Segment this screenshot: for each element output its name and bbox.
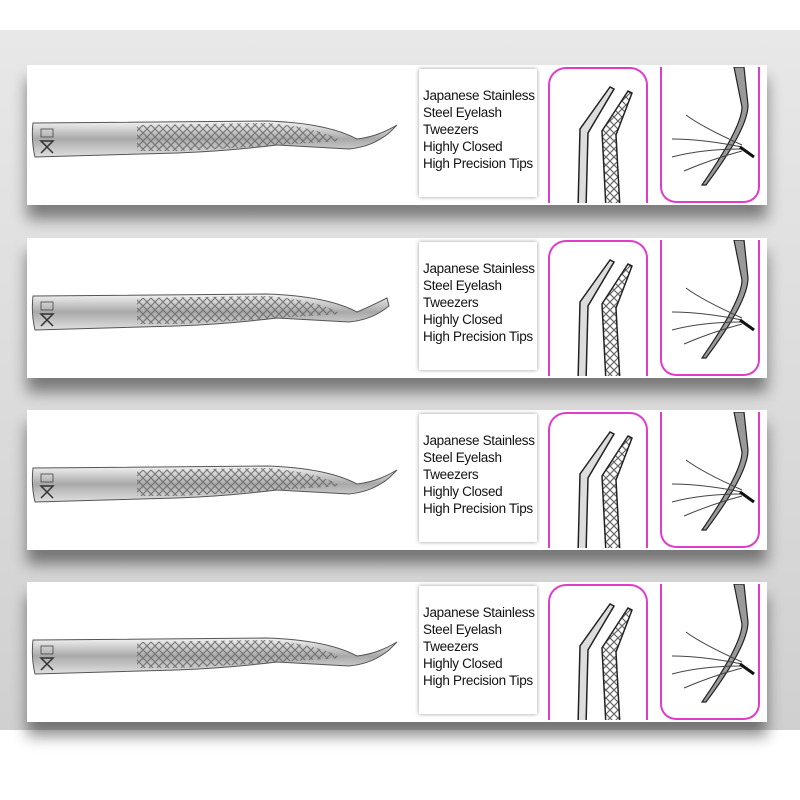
description-line: Steel Eyelash xyxy=(423,450,502,465)
description-line: Tweezers xyxy=(423,295,479,310)
tip-closeup-frame xyxy=(548,584,648,720)
tip-closeup-image xyxy=(577,431,633,548)
tip-closeup-image xyxy=(577,259,633,376)
description-line: Steel Eyelash xyxy=(423,105,502,120)
tip-closeup-image xyxy=(577,603,633,720)
lash-demo-frame xyxy=(660,584,760,720)
description-line: Japanese Stainless xyxy=(423,261,535,276)
description-line: Steel Eyelash xyxy=(423,278,502,293)
description-line: Tweezers xyxy=(423,122,479,137)
description-line: Japanese Stainless xyxy=(423,88,535,103)
description-line: Highly Closed xyxy=(423,312,503,327)
tweezer-image xyxy=(31,637,398,675)
description-line: Highly Closed xyxy=(423,484,503,499)
lash-demo-image xyxy=(671,240,755,359)
tip-closeup-frame xyxy=(548,240,648,376)
description-line: Japanese Stainless xyxy=(423,433,535,448)
tweezer-image xyxy=(31,465,398,503)
lash-demo-frame xyxy=(660,240,760,376)
description-line: High Precision Tips xyxy=(423,673,533,688)
lash-demo-image xyxy=(671,412,755,531)
description-line: High Precision Tips xyxy=(423,156,533,171)
description-line: Japanese Stainless xyxy=(423,605,535,620)
lash-demo-frame xyxy=(660,412,760,548)
description-line: Steel Eyelash xyxy=(423,622,502,637)
lash-demo-image xyxy=(671,584,755,703)
tip-closeup-image xyxy=(577,86,633,203)
description-line: Tweezers xyxy=(423,639,479,654)
lash-demo-frame xyxy=(660,67,760,203)
description-line: High Precision Tips xyxy=(423,329,533,344)
description-line: Highly Closed xyxy=(423,139,503,154)
lash-demo-image xyxy=(671,67,755,186)
description-line: High Precision Tips xyxy=(423,501,533,516)
tip-closeup-frame xyxy=(548,67,648,203)
tweezer-image xyxy=(31,120,398,158)
description-line: Tweezers xyxy=(423,467,479,482)
tip-closeup-frame xyxy=(548,412,648,548)
description-line: Highly Closed xyxy=(423,656,503,671)
tweezer-image xyxy=(31,293,390,331)
